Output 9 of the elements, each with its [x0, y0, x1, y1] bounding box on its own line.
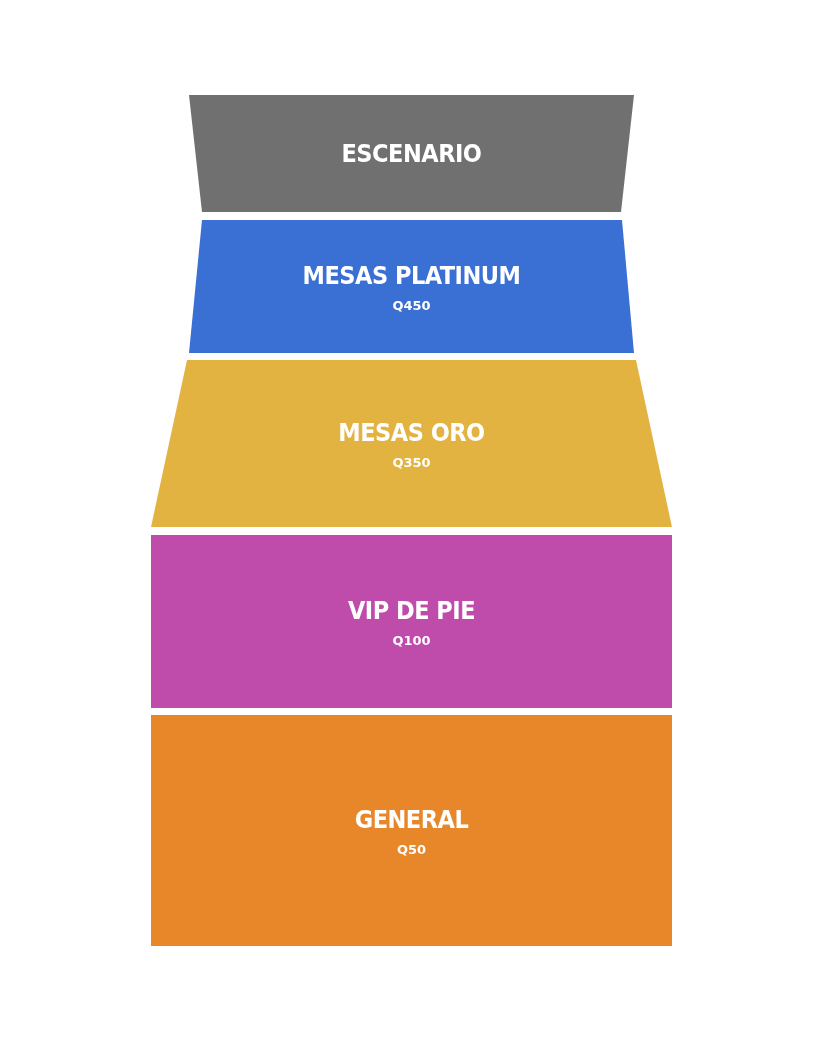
price: Q50 — [396, 841, 427, 857]
price: Q100 — [392, 632, 431, 648]
section-name: MESAS PLATINUM — [302, 260, 521, 290]
section-name: GENERAL — [354, 804, 469, 834]
price: Q450 — [392, 297, 431, 313]
section-name: VIP DE PIE — [347, 595, 476, 625]
section-name: MESAS ORO — [338, 417, 485, 447]
section-name: ESCENARIO — [341, 139, 482, 168]
price: Q350 — [392, 454, 431, 470]
